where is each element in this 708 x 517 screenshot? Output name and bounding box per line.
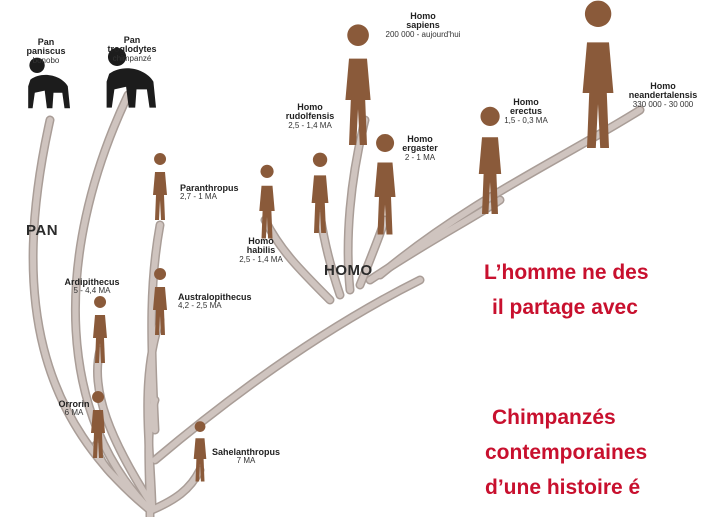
species-name: Orrorin: [58, 399, 90, 409]
species-name: Australopithecus: [178, 292, 252, 302]
tree-branches: [28, 90, 645, 517]
label-ardipithecus: Ardipithecus 5 - 4,4 MA: [56, 277, 128, 296]
species-desc: 2,7 - 1 MA: [180, 192, 217, 202]
caption-line-5: d’une histoire é: [485, 476, 641, 499]
figure-homo-ergaster: [374, 134, 396, 235]
label-paranthropus: Paranthropus 2,7 - 1 MA: [180, 183, 260, 202]
species-name: Ardipithecus: [64, 277, 120, 287]
species-desc: 7 MA: [236, 456, 256, 466]
label-homo-neandertalensis: Homo neandertalensis 330 000 - 30 000: [618, 82, 708, 109]
species-desc: 330 000 - 30 000: [632, 99, 694, 109]
caption-line-3: Chimpanzés: [492, 406, 616, 429]
figure-sahelanthropus: [193, 421, 207, 482]
label-australopithecus: Australopithecus 4,2 - 2,5 MA: [178, 292, 268, 311]
branch-homo-neandertalensis: [377, 107, 643, 278]
figure-orrorin: [91, 391, 105, 458]
label-orrorin: Orrorin 6 MA: [52, 399, 96, 418]
species-desc: chimpanzé: [112, 53, 152, 63]
species-name: Paranthropus: [180, 183, 239, 193]
caption-line-4: contemporaines: [485, 441, 648, 464]
species-name: Homo neandertalensis: [628, 82, 698, 101]
species-figures: [28, 0, 614, 482]
label-homo-habilis: Homo habilis 2,5 - 1,4 MA: [236, 236, 286, 264]
branch-paranthropus: [148, 222, 163, 433]
group-label-pan: PAN: [26, 222, 59, 239]
figure-homo-habilis: [259, 164, 275, 239]
species-desc: 2 - 1 MA: [404, 152, 436, 162]
figure-homo-sapiens: [345, 24, 371, 146]
figure-homo-rudolfensis: [311, 152, 329, 233]
label-homo-sapiens: Homo sapiens 200 000 - aujourd'hui: [368, 11, 478, 39]
figure-paranthropus: [153, 153, 167, 220]
branch-ardipithecus: [94, 347, 155, 508]
label-pan-troglodytes: Pan troglodytes chimpanzé: [102, 35, 162, 63]
label-pan-paniscus: Pan paniscus bonobo: [26, 37, 66, 65]
species-desc: 2,5 - 1,4 MA: [239, 254, 283, 264]
branch-homo-main: [152, 277, 423, 463]
species-name: Homo ergaster: [402, 134, 438, 154]
figure-pan-troglodytes: [106, 47, 156, 108]
species-name: Homo habilis: [246, 236, 276, 256]
species-desc: 200 000 - aujourd'hui: [385, 29, 461, 39]
species-desc: 2,5 - 1,4 MA: [288, 120, 332, 130]
species-name: Pan paniscus: [26, 37, 66, 57]
label-homo-ergaster: Homo ergaster 2 - 1 MA: [393, 134, 447, 162]
species-name: Pan troglodytes: [107, 35, 157, 55]
figure-pan-paniscus: [28, 57, 71, 109]
branch-pan-troglodytes: [72, 92, 153, 513]
species-desc: bonobo: [32, 55, 60, 65]
species-name: Homo rudolfensis: [285, 102, 335, 122]
group-label-homo: HOMO: [324, 262, 373, 279]
species-desc: 5 - 4,4 MA: [73, 286, 111, 296]
label-sahelanthropus: Sahelanthropus 7 MA: [206, 447, 286, 466]
caption-line-1: L’homme ne des: [484, 261, 649, 284]
caption-line-2: il partage avec: [492, 296, 638, 319]
figure-australopithecus: [153, 268, 167, 335]
branch-orrorin: [93, 442, 153, 513]
label-homo-rudolfensis: Homo rudolfensis 2,5 - 1,4 MA: [280, 102, 340, 130]
species-name: Sahelanthropus: [211, 447, 280, 457]
species-name: Homo erectus: [509, 97, 543, 117]
species-desc: 1,5 - 0,3 MA: [504, 115, 548, 125]
figure-homo-neandertalensis: [582, 0, 614, 149]
species-desc: 6 MA: [64, 408, 84, 418]
species-desc: 4,2 - 2,5 MA: [178, 301, 222, 311]
label-homo-erectus: Homo erectus 1,5 - 0,3 MA: [498, 97, 554, 125]
figure-ardipithecus: [93, 296, 107, 363]
species-name: Homo sapiens: [406, 11, 440, 31]
figure-homo-erectus: [478, 106, 502, 214]
